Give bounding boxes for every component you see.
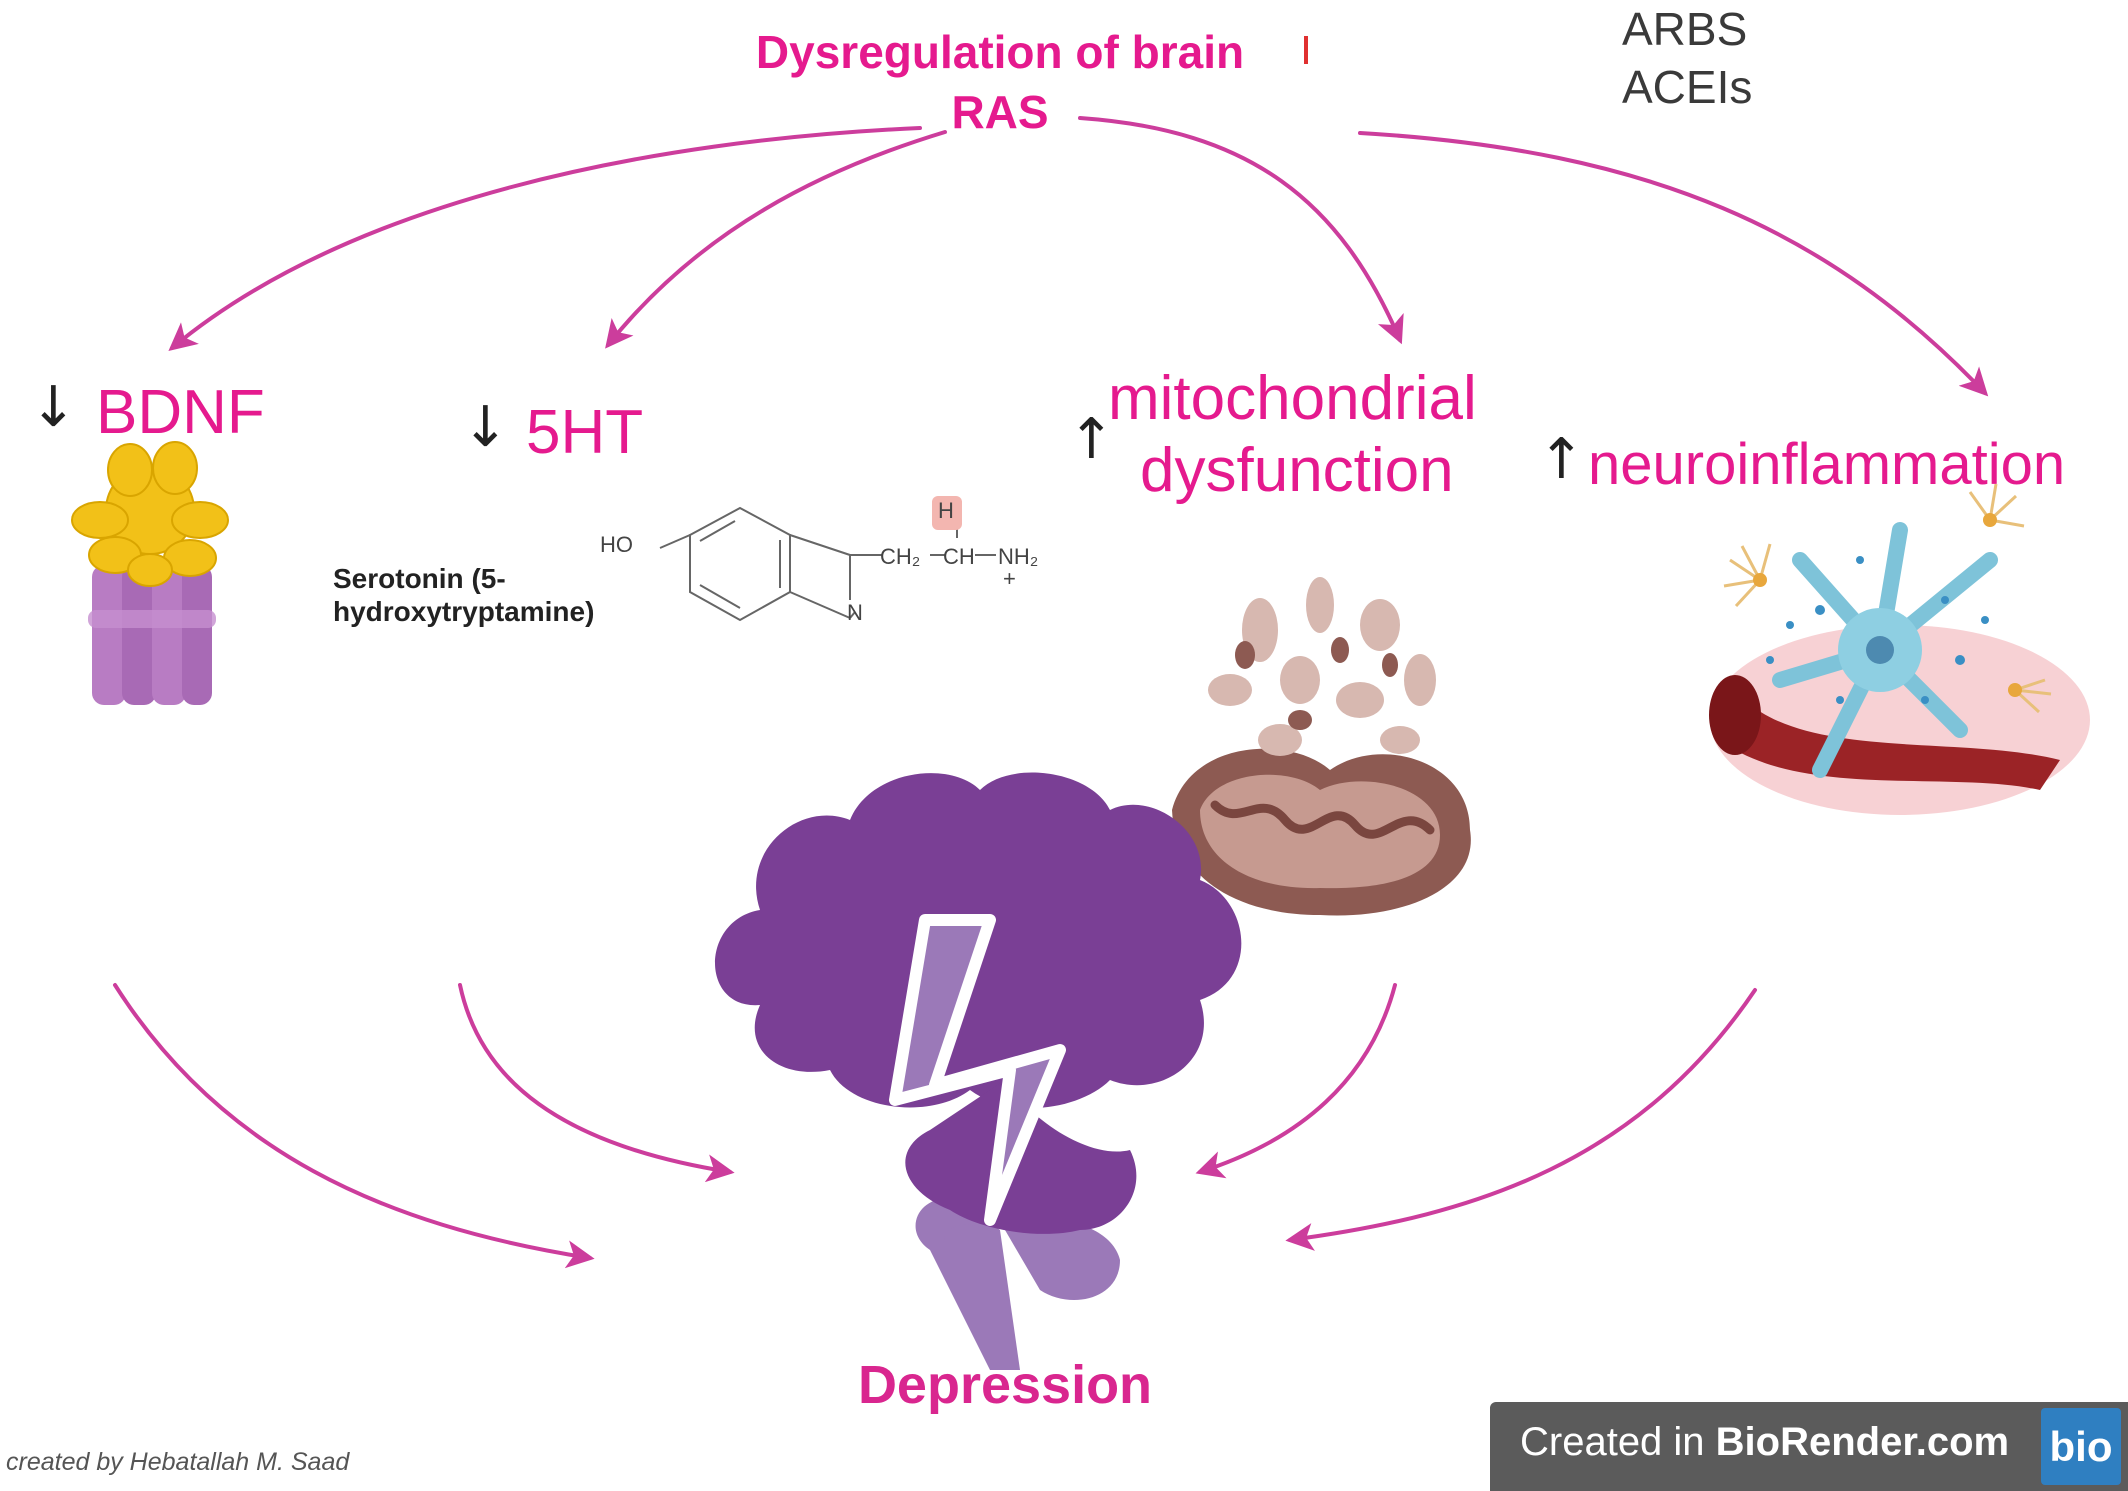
node-label-bdnf: BDNF [96, 378, 265, 447]
badge-text: Created in BioRender.com [1520, 1420, 2009, 1465]
arrow-ras-to-bdnf [168, 126, 922, 351]
arrow-mito-to-depression [1195, 983, 1397, 1179]
arrow-5ht-to-depression [458, 983, 735, 1183]
biorender-badge[interactable]: Created in BioRender.com bio [1490, 1402, 2128, 1491]
outcome-label: Depression [857, 1355, 1153, 1415]
node-label-neuroinflammation: neuroinflammation [1588, 432, 2066, 497]
atom-ch2: CH₂ [880, 544, 921, 569]
inhibition-arrow [1304, 36, 1610, 64]
atom-plus: + [1003, 566, 1016, 591]
arrow-ras-to-neuro [1358, 131, 1989, 397]
lightning-icon [889, 914, 1066, 1226]
atom-ch: CH [943, 544, 975, 569]
serotonin-name: Serotonin (5-hydroxytryptamine) [333, 563, 595, 627]
node-label-5ht: 5HT [526, 398, 644, 467]
biorender-logo-icon: bio [2041, 1408, 2121, 1485]
author-credit: created by Hebatallah M. Saad [6, 1448, 350, 1476]
mitochondria-illustration [1172, 577, 1471, 916]
atom-n: N [847, 600, 863, 625]
arrow-ras-to-mito [1078, 116, 1404, 345]
bdnf-receptor-illustration [71, 441, 229, 705]
badge-prefix: Created in [1520, 1420, 1716, 1464]
badge-brand: BioRender.com [1715, 1420, 2010, 1464]
neuroinflammation-illustration [1709, 483, 2090, 815]
top-title-text: Dysregulation of brain RAS [755, 26, 1245, 138]
node-label-mitochondrial: mitochondrial [1108, 364, 1477, 433]
down-arrow-icon: ↓ [462, 395, 509, 460]
serotonin-structure [659, 496, 996, 622]
drug-label-aceis: ACEIs [1622, 61, 1753, 113]
up-arrow-icon: ↑ [1538, 427, 1585, 492]
arrow-ras-to-5ht [605, 130, 947, 349]
atom-ho: HO [600, 532, 633, 557]
atom-nh2: NH₂ [998, 544, 1039, 569]
down-arrow-icon: ↓ [30, 375, 77, 440]
node-label-dysfunction: dysfunction [1140, 436, 1454, 505]
up-arrow-icon: ↑ [1068, 407, 1115, 472]
arrow-bdnf-to-depression [113, 983, 595, 1269]
drug-label-arbs: ARBS [1622, 3, 1748, 55]
top-title: Dysregulation of brain RAS [640, 22, 1360, 142]
atom-h: H [938, 498, 954, 523]
arrow-neuro-to-depression [1285, 988, 1757, 1251]
